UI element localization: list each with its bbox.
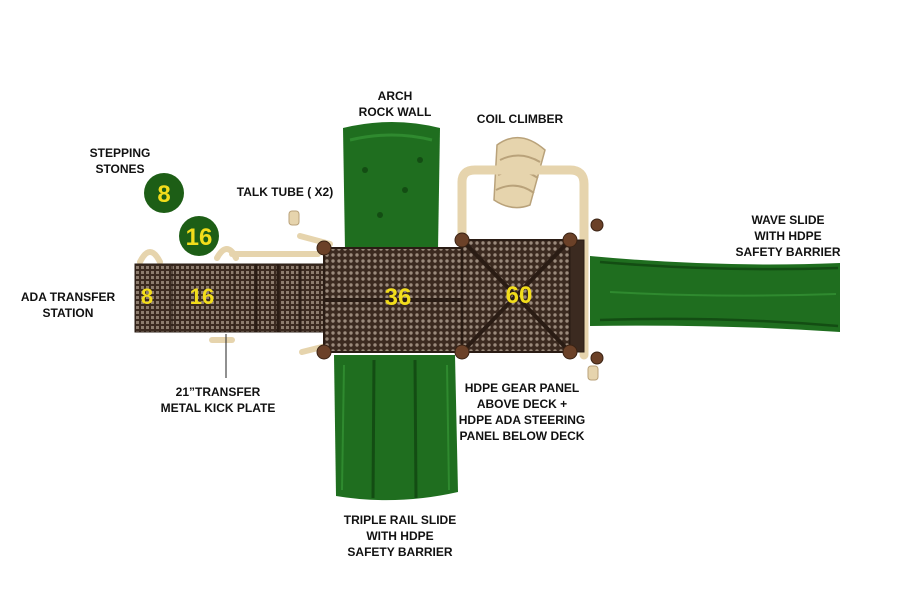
transfer-step-deck (171, 263, 235, 333)
main-deck-height: 36 (385, 284, 412, 311)
transfer-step-height: 16 (190, 284, 214, 309)
label-coil-climber: COIL CLIMBER (476, 112, 564, 126)
talk-tube-top (288, 210, 300, 226)
stepping-stone-8 (144, 173, 184, 213)
ada-station-height: 8 (141, 284, 153, 309)
arch-rock-wall (343, 122, 440, 250)
deck-posts (316, 218, 604, 365)
wave-slide (590, 256, 840, 332)
tall-deck-height: 60 (506, 282, 533, 309)
support-arch (457, 165, 589, 360)
stepping-stone-16 (179, 216, 219, 256)
stone-small-height: 8 (157, 181, 170, 208)
triple-rail-slide (334, 355, 458, 501)
label-talk-tube: TALK TUBE ( X2) (236, 185, 334, 199)
ada-transfer-station (134, 263, 173, 333)
kick-plate-ribs (254, 264, 302, 332)
stone-large-height: 16 (186, 224, 213, 251)
talk-tube-bottom (587, 365, 599, 381)
gear-panel-strip (569, 239, 585, 353)
deck-bracing (324, 238, 572, 354)
